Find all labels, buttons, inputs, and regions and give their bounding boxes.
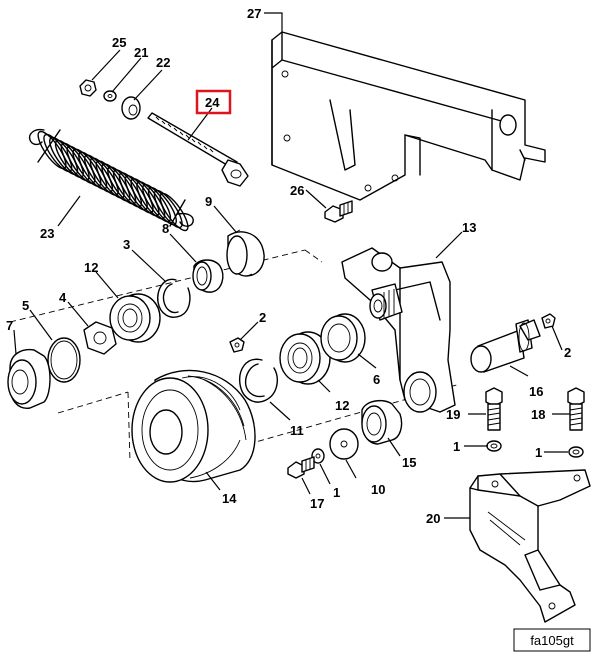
callout-1-lower: 1 <box>333 485 340 500</box>
part-18-bolt <box>567 387 585 431</box>
part-5-o-ring <box>47 337 81 383</box>
callout-15: 15 <box>402 455 416 470</box>
part-21-washer <box>103 90 117 102</box>
callout-3: 3 <box>123 237 130 252</box>
highlight-box-24 <box>195 89 232 115</box>
part-2-fitting-right <box>541 313 556 329</box>
callout-18: 18 <box>531 407 545 422</box>
callout-12-upper: 12 <box>84 260 98 275</box>
callout-25: 25 <box>112 35 126 50</box>
callout-7: 7 <box>6 318 13 333</box>
callout-2-right: 2 <box>564 345 571 360</box>
part-12-bearing-lower <box>279 331 331 385</box>
part-4-nut <box>83 321 117 355</box>
part-2-fitting-left <box>229 337 245 353</box>
callout-24: 24 <box>205 95 220 110</box>
part-3-snap-ring <box>157 278 191 318</box>
callout-11: 11 <box>290 423 304 438</box>
part-19-bolt <box>485 387 503 431</box>
part-25-nut <box>79 79 97 97</box>
part-23-spring <box>28 128 194 232</box>
callout-10: 10 <box>371 482 385 497</box>
callout-26: 26 <box>290 183 304 198</box>
part-24-eyebolt <box>147 112 249 187</box>
part-20-bracket <box>469 469 591 623</box>
callout-1-right-b: 1 <box>535 445 542 460</box>
part-7-cap <box>7 348 51 409</box>
part-22-washer <box>121 96 141 120</box>
callout-20: 20 <box>426 511 440 526</box>
callout-1-right-a: 1 <box>453 439 460 454</box>
part-15-bushing <box>361 399 403 445</box>
part-1-lockwasher-lower <box>311 448 325 464</box>
callout-22: 22 <box>156 55 170 70</box>
part-14-pulley <box>131 369 256 483</box>
part-11-snap-ring <box>239 358 278 403</box>
callout-13: 13 <box>462 220 476 235</box>
part-16-shaft <box>470 319 541 373</box>
callout-19: 19 <box>446 407 460 422</box>
part-1-lockwasher-right-a <box>486 440 502 452</box>
part-17-bolt <box>287 456 315 479</box>
callout-9: 9 <box>205 194 212 209</box>
callout-6: 6 <box>373 372 380 387</box>
figure-caption: fa105gt <box>513 628 591 652</box>
part-13-idler-arm <box>341 247 456 413</box>
callout-2-left: 2 <box>259 310 266 325</box>
leader-lines <box>13 12 570 519</box>
part-6-seal <box>320 313 366 363</box>
callout-12-lower: 12 <box>335 398 349 413</box>
callout-labels: 27 25 21 22 24 23 26 9 8 3 12 13 5 4 7 2… <box>6 6 571 526</box>
part-26-bolt <box>324 200 353 223</box>
callout-5: 5 <box>22 298 29 313</box>
callout-21: 21 <box>134 45 148 60</box>
caption-text: fa105gt <box>530 633 574 648</box>
spring-coil <box>153 189 183 229</box>
callout-14: 14 <box>222 491 237 506</box>
part-1-lockwasher-right-b <box>568 446 584 458</box>
callout-17: 17 <box>310 496 324 511</box>
callout-4: 4 <box>59 290 67 305</box>
part-8-bushing <box>192 259 224 293</box>
callout-23: 23 <box>40 226 54 241</box>
part-12-bearing-upper <box>109 293 161 343</box>
part-27-bracket <box>271 31 546 201</box>
callout-16: 16 <box>529 384 543 399</box>
part-10-washer <box>329 428 359 460</box>
callout-8: 8 <box>162 221 169 236</box>
callout-27: 27 <box>247 6 261 21</box>
part-9-bushing <box>226 229 265 277</box>
